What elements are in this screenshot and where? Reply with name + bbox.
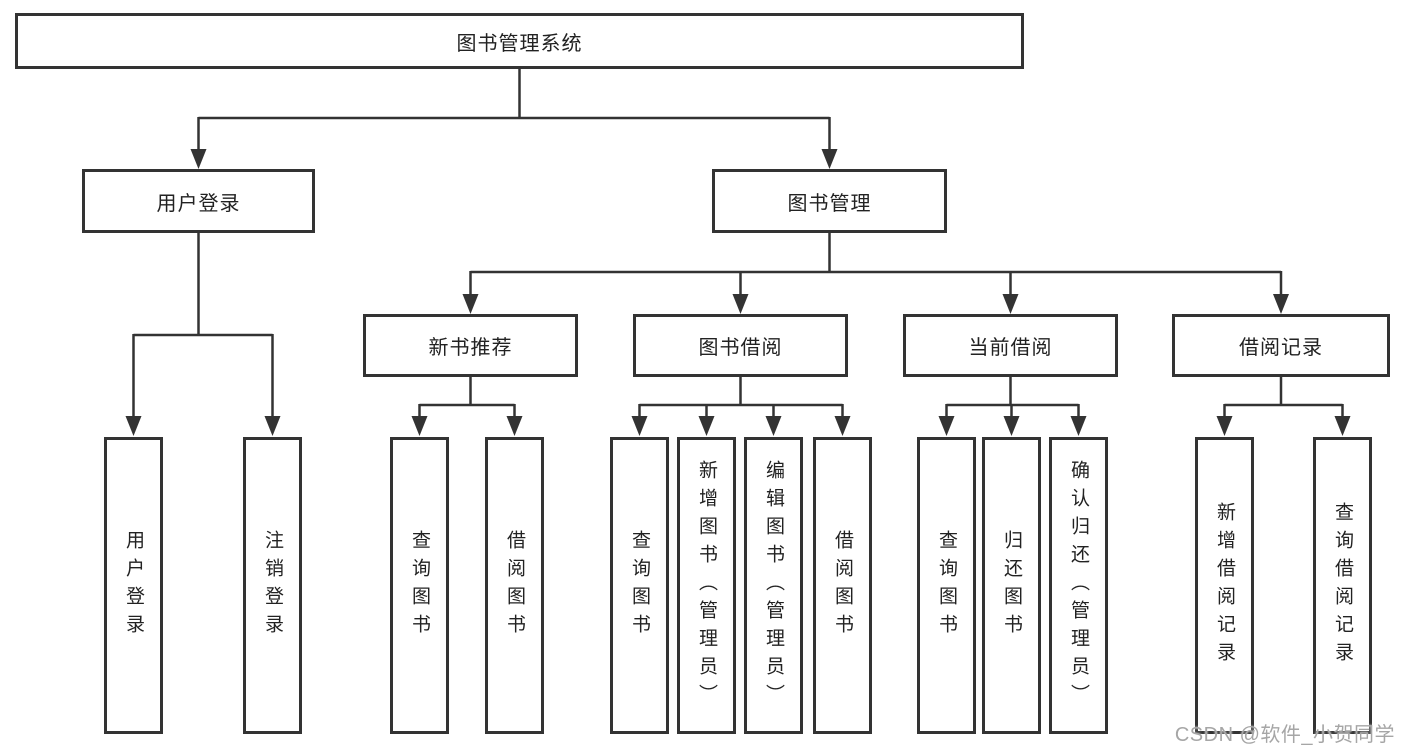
node-label: 查询借阅记录 bbox=[1332, 501, 1353, 670]
node-label: 查询图书 bbox=[629, 529, 650, 642]
node-borrowing-records: 借阅记录 bbox=[1172, 314, 1390, 377]
node-label: 图书借阅 bbox=[698, 337, 783, 359]
node-edit-book-admin: 编辑图书（管理员） bbox=[744, 437, 803, 734]
node-label: 确认归还（管理员） bbox=[1068, 459, 1089, 712]
node-return-books: 归还图书 bbox=[982, 437, 1041, 734]
node-query-books-recommend: 查询图书 bbox=[390, 437, 449, 734]
arrowhead-icon bbox=[834, 416, 851, 436]
node-new-book-recommendation: 新书推荐 bbox=[363, 314, 578, 377]
arrowhead-icon bbox=[506, 416, 523, 436]
arrowhead-icon bbox=[1273, 294, 1289, 314]
node-current-borrowing: 当前借阅 bbox=[903, 314, 1118, 377]
node-logout-leaf: 注销登录 bbox=[243, 437, 302, 734]
node-add-book-admin: 新增图书（管理员） bbox=[677, 437, 736, 734]
node-label: 查询图书 bbox=[936, 529, 957, 642]
arrowhead-icon bbox=[1070, 416, 1087, 436]
node-query-borrow-record: 查询借阅记录 bbox=[1313, 437, 1372, 734]
node-label: 图书管理系统 bbox=[456, 32, 583, 55]
node-query-books-borrowing: 查询图书 bbox=[610, 437, 669, 734]
node-query-books-current: 查询图书 bbox=[917, 437, 976, 734]
arrowhead-icon bbox=[125, 416, 142, 436]
node-label: 借阅图书 bbox=[832, 529, 853, 642]
connector-book-borrowing-to-children bbox=[631, 377, 851, 436]
node-add-borrow-record: 新增借阅记录 bbox=[1195, 437, 1254, 734]
node-label: 编辑图书（管理员） bbox=[763, 459, 784, 712]
node-label: 新增图书（管理员） bbox=[696, 459, 717, 712]
node-label: 新书推荐 bbox=[428, 337, 513, 359]
arrowhead-icon bbox=[698, 416, 715, 436]
node-borrow-books-borrowing: 借阅图书 bbox=[813, 437, 872, 734]
connector-current-borrowing-to-children bbox=[938, 377, 1087, 436]
arrowhead-icon bbox=[631, 416, 648, 436]
node-label: 借阅记录 bbox=[1239, 337, 1323, 359]
node-user-login: 用户登录 bbox=[82, 169, 315, 233]
node-label: 当前借阅 bbox=[968, 337, 1053, 359]
arrowhead-icon bbox=[1002, 294, 1019, 314]
node-book-borrowing: 图书借阅 bbox=[633, 314, 848, 377]
arrowhead-icon bbox=[1334, 416, 1351, 436]
node-label: 新增借阅记录 bbox=[1214, 501, 1235, 670]
arrowhead-icon bbox=[1216, 416, 1233, 436]
node-label: 借阅图书 bbox=[504, 529, 525, 642]
node-label: 用户登录 bbox=[156, 192, 241, 215]
arrowhead-icon bbox=[264, 416, 281, 436]
arrowhead-icon bbox=[765, 416, 782, 436]
node-label: 注销登录 bbox=[262, 529, 283, 642]
connector-book-management-to-level3 bbox=[462, 233, 1289, 314]
arrowhead-icon bbox=[1003, 416, 1020, 436]
node-label: 查询图书 bbox=[409, 529, 430, 642]
node-confirm-return-admin: 确认归还（管理员） bbox=[1049, 437, 1108, 734]
connector-new-book-recommendation-to-children bbox=[411, 377, 523, 436]
node-label: 图书管理 bbox=[787, 192, 872, 215]
node-book-management: 图书管理 bbox=[712, 169, 947, 233]
node-label: 归还图书 bbox=[1001, 529, 1022, 642]
node-borrow-books-recommend: 借阅图书 bbox=[485, 437, 544, 734]
csdn-watermark: CSDN @软件_小贺同学 bbox=[1174, 724, 1395, 746]
connector-borrowing-records-to-children bbox=[1216, 377, 1351, 436]
node-label: 用户登录 bbox=[123, 529, 144, 642]
arrowhead-icon bbox=[190, 149, 207, 169]
arrowhead-icon bbox=[732, 294, 749, 314]
node-library-management-system: 图书管理系统 bbox=[15, 13, 1024, 69]
connector-user-login-to-children bbox=[125, 233, 281, 436]
arrowhead-icon bbox=[462, 294, 479, 314]
arrowhead-icon bbox=[411, 416, 428, 436]
node-user-login-leaf: 用户登录 bbox=[104, 437, 163, 734]
arrowhead-icon bbox=[938, 416, 955, 436]
connector-root-to-level2 bbox=[190, 69, 838, 169]
arrowhead-icon bbox=[821, 149, 838, 169]
